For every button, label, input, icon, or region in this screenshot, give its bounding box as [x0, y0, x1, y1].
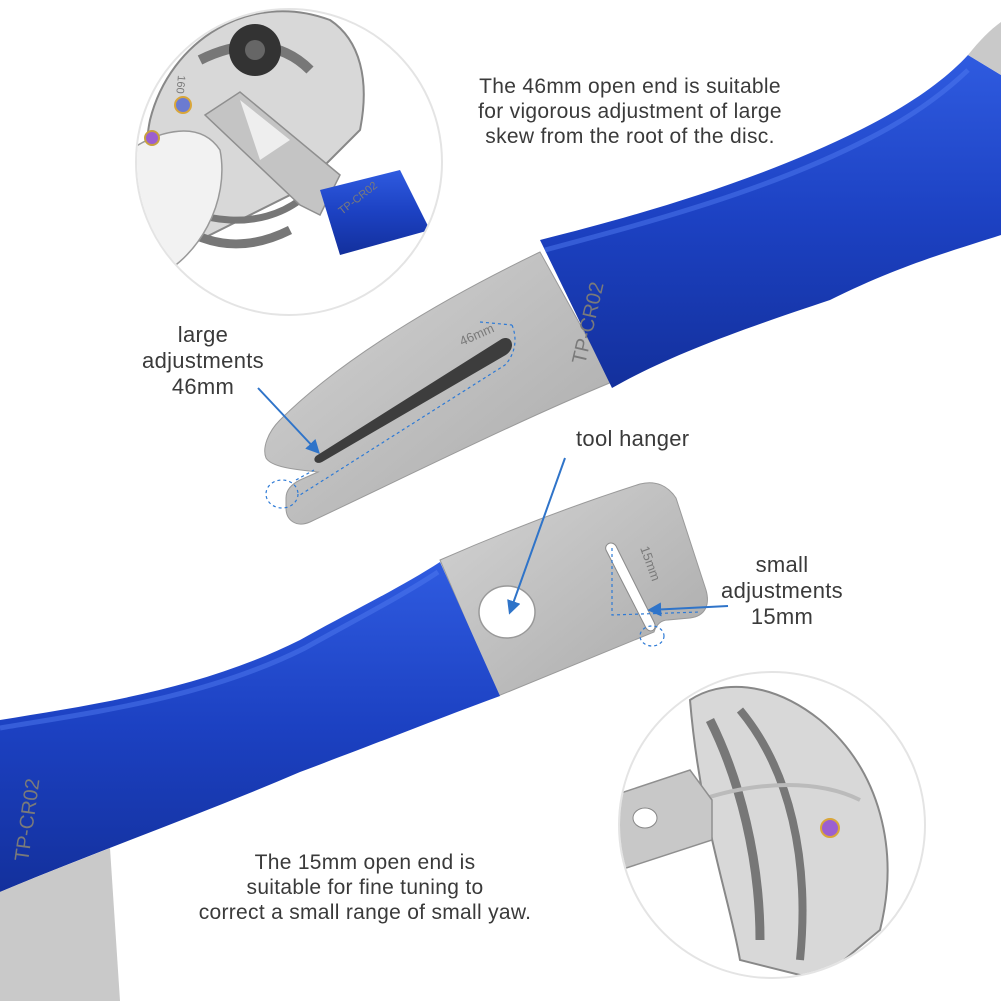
small-adjustments-callout: small adjustments 15mm [702, 552, 862, 630]
top-description-line: skew from the root of the disc. [485, 125, 775, 148]
rotor-disc-icon [688, 685, 889, 977]
top-tool-description: The 46mm open end is suitable for vigoro… [440, 74, 820, 149]
bottom-tool-blue-handle [0, 562, 500, 892]
inset-top-left: TP-CR02 160 [135, 8, 443, 316]
bottom-description-line: correct a small range of small yaw. [198, 901, 532, 924]
small-callout-line: 15mm [750, 604, 814, 629]
bolt-icon [144, 130, 160, 146]
bottom-description-line: suitable for fine tuning to [246, 876, 484, 899]
bottom-tool-steel-tip [439, 482, 708, 697]
inset-bottom-right [618, 671, 926, 979]
slot-15mm [605, 542, 656, 632]
tool-hanger-callout: tool hanger [576, 426, 690, 451]
bolt-icon [174, 96, 192, 114]
slot-46mm [314, 337, 512, 463]
inset-disc-marking: 160 [173, 75, 187, 94]
large-callout-line: 46mm [171, 374, 235, 399]
top-tool-blue-handle [540, 55, 1001, 388]
large-callout-line: large [177, 322, 229, 347]
small-callout-line: adjustments [721, 578, 843, 603]
top-description-line: for vigorous adjustment of large [478, 100, 782, 123]
large-adjustments-callout: large adjustments 46mm [118, 322, 288, 400]
tool-hanger-arrow-icon [507, 457, 566, 615]
hanger-hole [478, 585, 536, 639]
large-callout-line: adjustments [142, 348, 264, 373]
small-callout-line: small [755, 552, 809, 577]
bolt-icon [820, 818, 840, 838]
top-description-line: The 46mm open end is suitable [479, 75, 781, 98]
bottom-tool: TP-CR02 15mm [0, 482, 708, 1001]
top-tool: TP-CR02 46mm [264, 22, 1001, 525]
bottom-description-line: The 15mm open end is [254, 851, 476, 874]
small-adjustments-arrow-icon [647, 602, 729, 617]
large-adjustments-arrow-icon [257, 387, 320, 455]
bottom-tool-description: The 15mm open end is suitable for fine t… [165, 850, 565, 925]
